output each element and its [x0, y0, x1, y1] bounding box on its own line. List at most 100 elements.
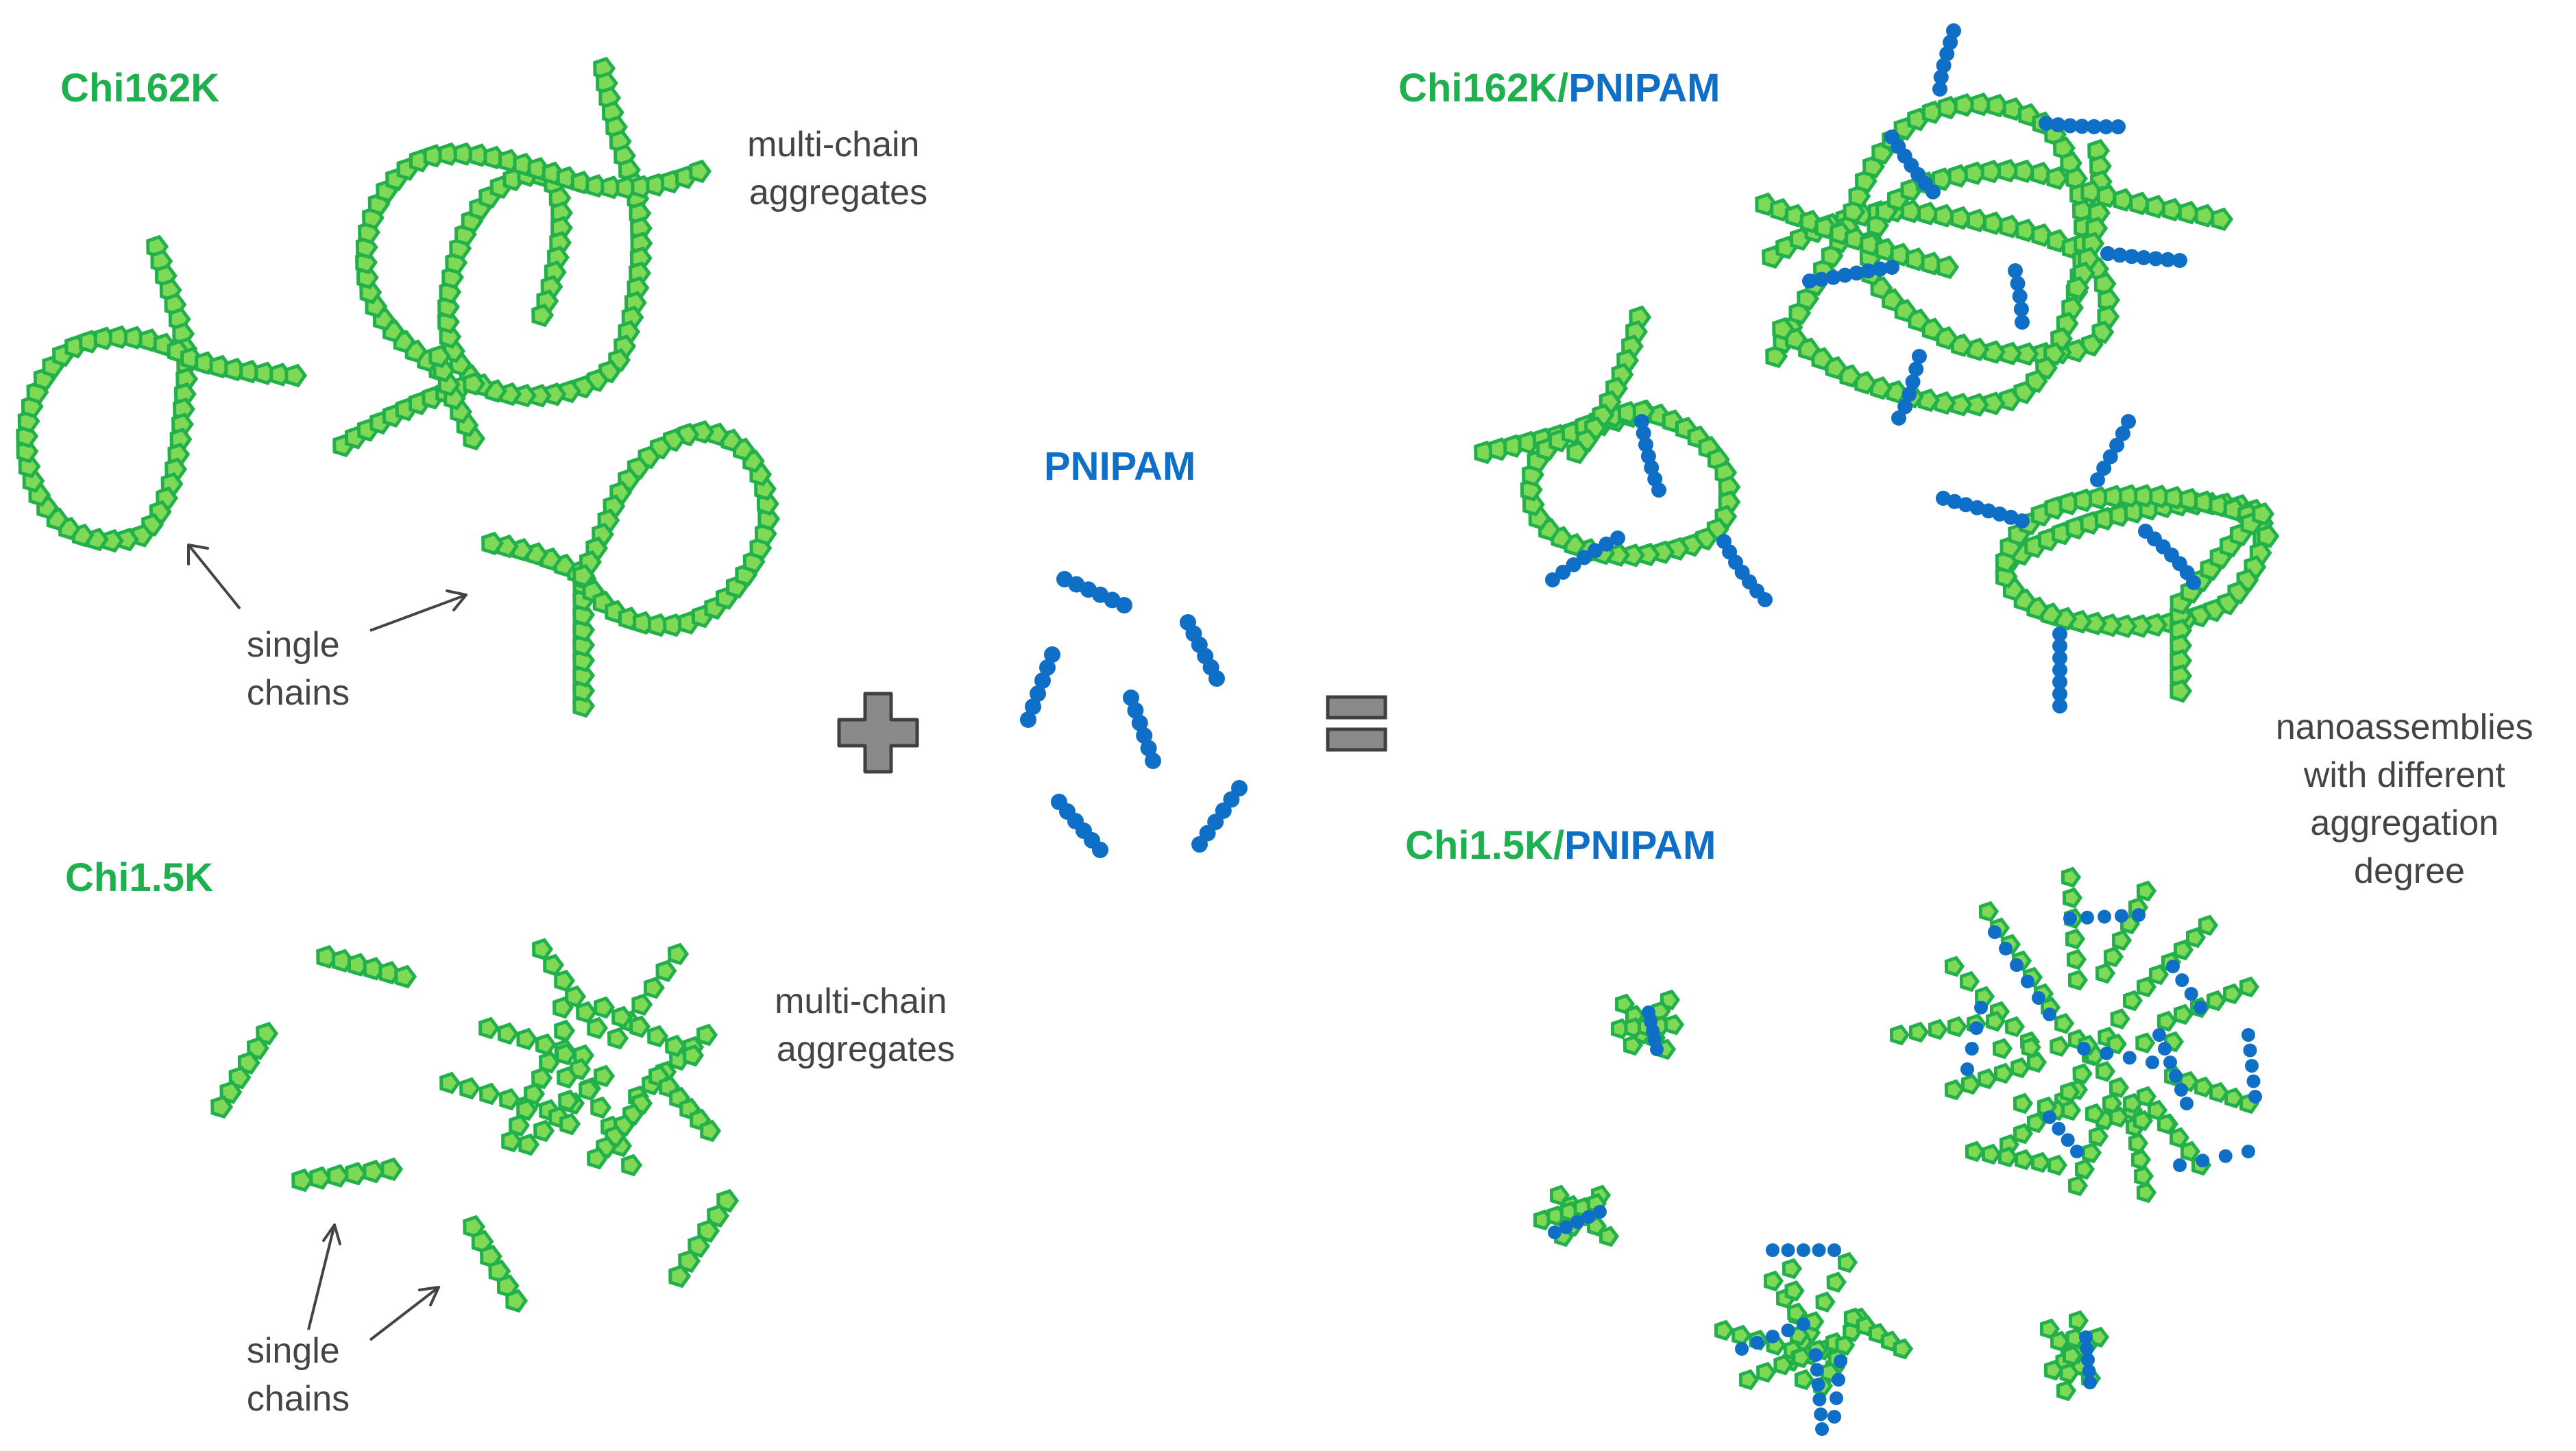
chitosan-monomer: [2062, 1345, 2083, 1367]
chitosan-monomer: [665, 1034, 687, 1058]
chitosan-monomer: [655, 960, 677, 982]
chitosan-monomer: [2136, 880, 2157, 902]
pnipam-monomer: [1116, 597, 1132, 613]
chitosan-monomer: [2000, 341, 2023, 365]
chitosan-monomer: [611, 1005, 633, 1029]
pnipam-part: PNIPAM: [1564, 823, 1716, 868]
chitosan-monomer: [554, 969, 576, 992]
chitosan-monomer: [2111, 929, 2133, 951]
chitosan-monomer: [531, 303, 555, 328]
chitosan-monomer: [2133, 1165, 2154, 1187]
pnipam-monomer: [1812, 1392, 1827, 1406]
chitosan-monomer: [1566, 440, 1590, 465]
arrow-icon: [369, 1286, 440, 1341]
chitosan-monomer: [2173, 939, 2194, 961]
chi162k-pnipam-title: Chi162K/PNIPAM: [1398, 66, 1721, 110]
pnipam-monomer: [2245, 1059, 2259, 1073]
chitosan-monomer: [1985, 1010, 2006, 1032]
note-line: degree: [2354, 851, 2465, 891]
chitosan-monomer: [2095, 1060, 2116, 1082]
pnipam-monomer: [1814, 1407, 1828, 1422]
chitosan-monomer: [1981, 1143, 2002, 1165]
chitosan-monomer: [2060, 1081, 2080, 1103]
chitosan-monomer: [2147, 1099, 2168, 1121]
chitosan-monomer: [700, 1119, 722, 1143]
chitosan-monomer: [1997, 1146, 2019, 1168]
chitosan-monomer: [1782, 1258, 1803, 1280]
pnipam-monomer: [2246, 1074, 2261, 1088]
pnipam-monomer: [1811, 1378, 1825, 1392]
bottom-multichain-note: multi-chain aggregates: [775, 981, 957, 1069]
plus-icon: [837, 692, 919, 774]
chitosan-monomer: [496, 1274, 520, 1298]
chitosan-monomer: [2067, 969, 2089, 991]
pnipam-monomer: [2102, 449, 2118, 465]
pnipam-monomer: [2174, 1083, 2188, 1097]
pnipam-monomer: [1908, 361, 1924, 377]
chitosan-monomer: [1928, 1019, 1949, 1040]
chi15k-pnipam-title: Chi1.5K/PNIPAM: [1405, 823, 1716, 868]
chitosan-monomer: [572, 633, 596, 657]
chitosan-monomer: [2133, 1110, 2154, 1132]
chitosan-monomer: [2239, 976, 2260, 998]
pnipam-monomer: [2096, 461, 2112, 476]
chitosan-monomer: [2021, 1036, 2041, 1058]
chitosan-monomer: [1738, 1369, 1760, 1391]
pnipam-monomer: [1832, 1373, 1845, 1387]
chitosan-monomer: [2110, 1008, 2130, 1029]
pnipam-monomer: [1933, 69, 1949, 85]
pnipam-monomer: [1766, 1330, 1779, 1343]
pnipam-monomer: [1960, 1062, 1974, 1076]
pnipam-monomer: [1131, 714, 1148, 731]
pnipam-monomer: [2021, 975, 2034, 988]
chitosan-monomer: [380, 1157, 404, 1182]
chitosan-monomer: [2004, 1016, 2026, 1038]
pnipam-monomer: [2218, 1149, 2233, 1163]
pnipam-monomer: [1555, 564, 1571, 580]
chitosan-monomer: [210, 1095, 234, 1119]
chitosan-monomer: [2059, 1363, 2080, 1384]
chitosan-monomer: [1815, 1291, 1836, 1313]
chitosan-monomer: [2085, 1103, 2106, 1125]
pnipam-monomer: [1127, 702, 1144, 719]
pnipam-monomer: [2008, 263, 2023, 278]
chitosan-monomer: [2211, 207, 2234, 232]
pnipam-part: PNIPAM: [1568, 66, 1720, 110]
chitosan-monomer: [572, 602, 596, 627]
pnipam-monomer: [1581, 1210, 1596, 1224]
chitosan-monomer: [2122, 1093, 2143, 1114]
chitosan-monomer: [532, 938, 554, 961]
chitosan-monomer: [2136, 1182, 2157, 1204]
pnipam-monomer: [2166, 960, 2180, 973]
pnipam-monomer: [1566, 557, 1581, 572]
pnipam-monomer: [2186, 575, 2201, 590]
top-multichain-note: multi-chain aggregates: [747, 125, 929, 212]
pnipam-monomer: [1610, 531, 1625, 546]
chitosan-monomer: [572, 648, 596, 672]
pnipam-monomer: [2136, 249, 2152, 265]
chitosan-monomer: [2130, 1149, 2152, 1171]
pnipam-monomer: [1969, 500, 1985, 515]
chitosan-monomer: [557, 1066, 579, 1089]
pnipam-monomer: [1901, 387, 1917, 402]
chitosan-monomer: [463, 1215, 486, 1239]
arrow-icon: [187, 544, 241, 610]
chitosan-monomer: [2109, 1077, 2130, 1098]
pnipam-monomer: [2043, 1008, 2056, 1021]
chitosan-monomer: [1756, 1361, 1777, 1383]
chitosan-monomer: [629, 1015, 651, 1038]
pnipam-monomer: [2010, 276, 2026, 291]
title-separator: /: [1553, 823, 1564, 868]
pnipam-monomer: [1936, 58, 1952, 73]
pnipam-monomer: [2184, 987, 2198, 1001]
chitosan-monomer: [621, 1154, 643, 1177]
chitosan-monomer: [1999, 387, 2021, 412]
chitosan-monomer: [1977, 1068, 1998, 1090]
pnipam-monomer: [2241, 1028, 2255, 1042]
pnipam-monomer: [1191, 836, 1208, 853]
chitosan-monomer: [2016, 342, 2039, 366]
chitosan-monomer: [2072, 1063, 2093, 1084]
pnipam-monomer: [1905, 374, 1921, 389]
chitosan-monomer: [1967, 337, 1990, 361]
chitosan-monomer: [1949, 393, 1973, 417]
